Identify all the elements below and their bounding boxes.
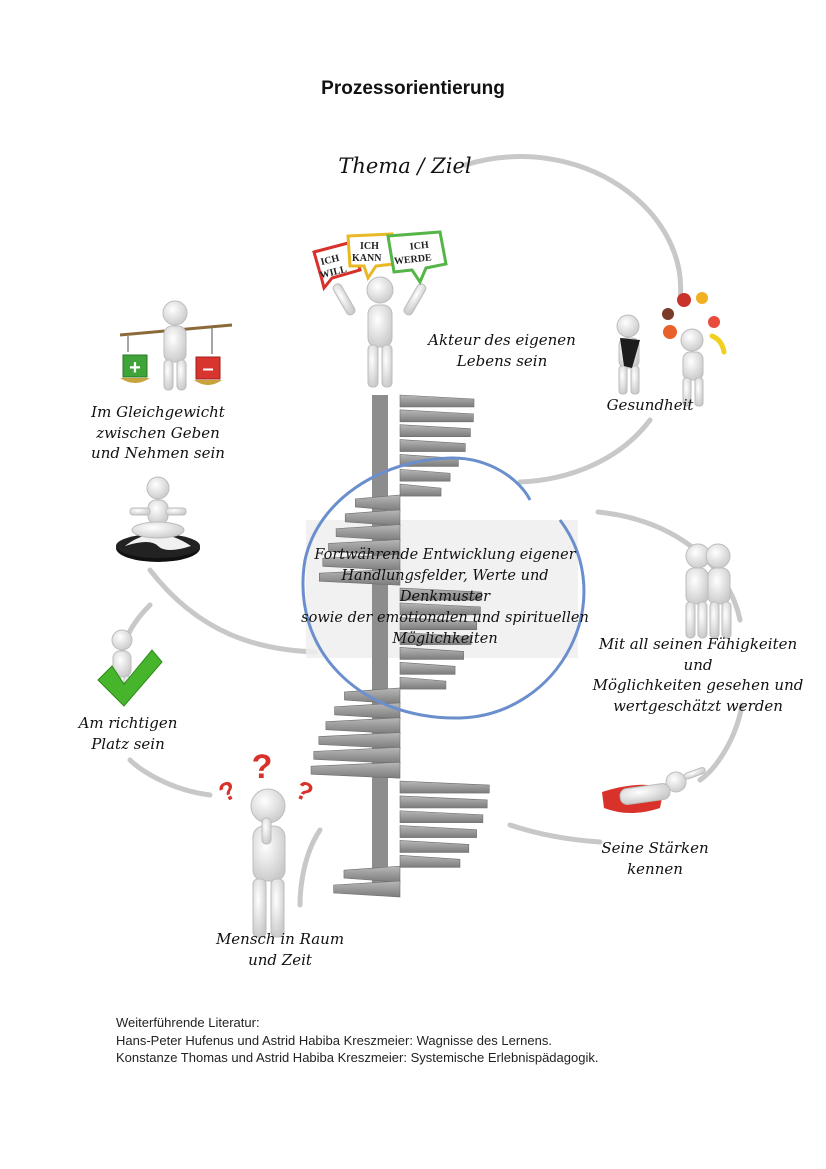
plus-box <box>122 354 148 378</box>
node-platz-line: Platz sein <box>91 734 165 753</box>
stair-step <box>318 732 401 749</box>
node-akteur-line: Akteur des eigenen <box>428 331 576 349</box>
stair-step <box>399 587 483 601</box>
thinking-figure: ? ? ? <box>214 748 318 938</box>
node-akteur-line: Lebens sein <box>456 351 548 370</box>
node-staerken-line: Seine Stärken <box>601 839 709 857</box>
stair-step <box>343 865 401 883</box>
gesundheit-figures <box>616 292 727 407</box>
node-platz-line: Am richtigen <box>78 714 178 732</box>
stair-step <box>399 780 490 794</box>
node-platz: Am richtigen Platz sein <box>68 713 188 754</box>
stair-step <box>344 687 401 705</box>
question-mark-right: ? <box>291 774 318 808</box>
center-statement: Fortwährende Entwicklung eigener Handlun… <box>300 545 590 650</box>
node-mensch-line: und Zeit <box>248 950 312 969</box>
center-line: sowie der emotionalen und spirituellen <box>301 610 589 627</box>
node-gleichgewicht-line: Im Gleichgewicht <box>91 403 225 421</box>
stair-step <box>399 825 477 838</box>
stair-step <box>333 880 401 898</box>
arc-stairs-to-mensch <box>297 827 323 908</box>
node-gesehen-line: Möglichkeiten gesehen und <box>592 676 804 695</box>
node-gesundheit: Gesundheit <box>590 395 710 416</box>
bubble-werde-line1: ICH <box>409 240 429 253</box>
center-line: Handlungsfelder, Werte und Denkmuster <box>341 568 549 606</box>
arc-gleich-to-center <box>147 567 318 655</box>
stair-step <box>399 840 470 853</box>
stair-step <box>399 676 447 690</box>
stair-step <box>399 468 451 482</box>
node-gleichgewicht: Im Gleichgewicht zwischen Geben und Nehm… <box>88 402 228 464</box>
stair-step <box>399 483 442 497</box>
node-staerken: Seine Stärken kennen <box>590 838 720 879</box>
arc-gesundheit-to-center <box>517 417 653 485</box>
stair-step <box>399 647 464 660</box>
minus-sign: – <box>202 358 213 380</box>
stair-step <box>399 394 475 408</box>
bubble-kann-line2: KANN <box>352 253 382 264</box>
speech-bubbles: ICH WILL ICH KANN ICH WERDE <box>312 230 448 292</box>
node-gleichgewicht-line: zwischen Geben <box>96 423 220 442</box>
node-mensch: Mensch in Raum und Zeit <box>210 929 350 970</box>
balance-figure: + – <box>119 300 233 391</box>
minus-box <box>195 356 221 380</box>
stair-step <box>319 568 401 586</box>
bubble-werde-line2: WERDE <box>393 252 432 267</box>
meditation-figure <box>116 476 200 562</box>
stair-step <box>313 747 401 764</box>
question-mark-left: ? <box>214 774 241 808</box>
bubble-werde <box>386 230 448 286</box>
bubble-will-line1: ICH <box>320 253 341 268</box>
literature-heading: Weiterführende Literatur: <box>116 1015 260 1030</box>
arc-gesehen-to-staerken <box>697 702 745 783</box>
arc-mensch-to-platz <box>127 757 213 798</box>
center-line: Möglichkeiten <box>392 631 498 648</box>
stair-step <box>399 810 484 824</box>
node-gesehen-line: wertgeschätzt werden <box>613 697 783 716</box>
stair-step <box>399 602 481 616</box>
node-akteur: Akteur des eigenen Lebens sein <box>402 330 602 371</box>
stair-step <box>325 717 401 734</box>
node-gesehen: Mit all seinen Fähigkeiten und Möglichke… <box>583 634 813 717</box>
stair-step <box>399 661 456 675</box>
center-line: Fortwährende Entwicklung eigener <box>314 547 576 563</box>
stair-step <box>399 617 478 631</box>
stair-step <box>399 795 488 809</box>
stair-step <box>399 854 461 868</box>
stair-step <box>355 494 401 512</box>
akteur-figure <box>332 276 427 388</box>
stair-step <box>399 409 474 423</box>
node-gesundheit-line: Gesundheit <box>606 396 694 414</box>
superhero-figure <box>602 767 706 813</box>
theme-label: Thema / Ziel <box>338 154 472 178</box>
literature-item: Konstanze Thomas und Astrid Habiba Kresz… <box>116 1050 599 1066</box>
literature-item: Hans-Peter Hufenus und Astrid Habiba Kre… <box>116 1032 552 1048</box>
node-gesehen-line: Mit all seinen Fähigkeiten und <box>598 635 798 674</box>
spiral-staircase <box>310 394 490 898</box>
check-icon <box>97 649 163 707</box>
bubble-kann-line1: ICH <box>360 241 379 252</box>
node-staerken-line: kennen <box>627 859 683 878</box>
checkmark-figure <box>97 629 163 707</box>
hugging-figures <box>685 543 732 639</box>
arc-staerken-to-stairs <box>507 822 603 845</box>
stair-step <box>310 761 401 779</box>
question-mark-center: ? <box>252 748 273 786</box>
center-ring <box>301 456 586 720</box>
stair-step <box>399 632 472 645</box>
arc-theme-to-gesundheit <box>462 154 684 303</box>
stair-step <box>399 424 471 437</box>
node-mensch-line: Mensch in Raum <box>215 930 345 948</box>
literature-block: Weiterführende Literatur: Hans-Peter Huf… <box>116 1014 598 1067</box>
stair-step <box>399 439 466 452</box>
plus-sign: + <box>129 357 141 379</box>
node-gleichgewicht-line: und Nehmen sein <box>91 444 225 463</box>
page-title: Prozessorientierung <box>321 78 505 99</box>
